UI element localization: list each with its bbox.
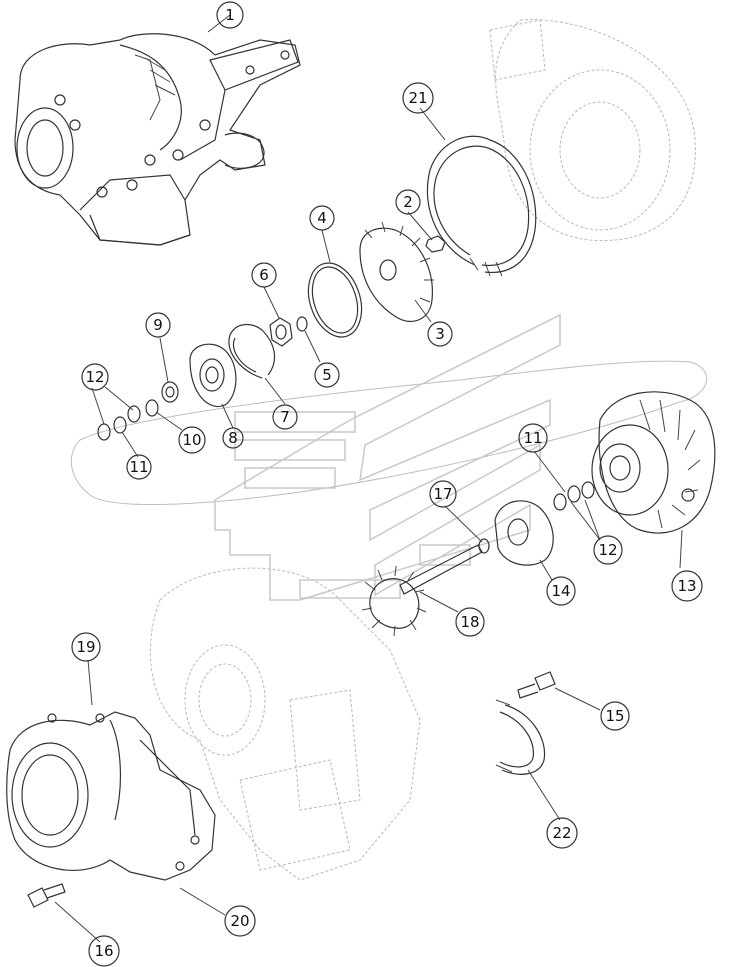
part-compressor-wheel <box>359 221 434 322</box>
callout-label: 15 <box>605 707 624 725</box>
part-nut-2 <box>425 235 446 253</box>
callout-17: 15 <box>600 701 630 731</box>
part-turbocharger-assembly <box>14 33 301 246</box>
part-heat-shield-14 <box>494 500 554 566</box>
callout-7: 7 <box>272 404 298 430</box>
part-snap-ring-7 <box>228 324 276 379</box>
callout-label: 22 <box>552 824 571 842</box>
callout-5: 5 <box>314 362 340 388</box>
callout-11-left: 11 <box>126 454 152 480</box>
ghost-compressor-housing-outline <box>489 19 696 242</box>
callout-label: 2 <box>403 193 413 211</box>
part-bolt-17 <box>517 671 556 699</box>
callout-label: 8 <box>228 429 238 447</box>
part-sleeve-9 <box>161 381 179 403</box>
callout-15: 17 <box>429 480 457 508</box>
callout-2: 2 <box>395 189 421 215</box>
callout-22: 22 <box>546 817 578 849</box>
callout-label: 14 <box>551 582 570 600</box>
part-bolt-20 <box>27 883 66 908</box>
callout-11-right: 11 <box>518 423 548 453</box>
part-o-ring-4 <box>307 262 363 338</box>
callout-label: 12 <box>598 541 617 559</box>
callout-label: 19 <box>76 638 95 656</box>
callout-label: 11 <box>523 429 542 447</box>
callout-label: 18 <box>460 613 479 631</box>
callout-20: 16 <box>88 935 120 967</box>
callout-1: 1 <box>216 1 244 29</box>
callout-label: 13 <box>677 577 696 595</box>
callout-label: 20 <box>230 912 249 930</box>
callout-label: 6 <box>259 266 269 284</box>
part-turbine-shaft-16 <box>361 544 483 637</box>
callout-label: 1 <box>225 6 235 24</box>
callout-label: 9 <box>153 316 163 334</box>
callout-13: 13 <box>671 570 703 602</box>
callout-16: 18 <box>455 607 485 637</box>
callout-4: 4 <box>309 205 335 231</box>
callout-label: 11 <box>129 458 148 476</box>
watermark-logo <box>214 313 561 601</box>
part-rings-right <box>553 481 595 511</box>
callout-label: 10 <box>182 431 201 449</box>
callout-12-right: 12 <box>593 535 623 565</box>
callout-6: 6 <box>251 262 277 288</box>
callout-label: 7 <box>280 408 290 426</box>
callout-19: 20 <box>224 905 256 937</box>
callout-8: 8 <box>222 427 244 449</box>
part-collar-6 <box>269 317 293 347</box>
callout-label: 4 <box>317 209 327 227</box>
part-clamp-half-22 <box>495 699 546 775</box>
callout-label: 5 <box>322 366 332 384</box>
callout-12-left: 12 <box>81 363 109 391</box>
callout-18: 19 <box>71 632 101 662</box>
part-ring-5 <box>296 316 308 332</box>
ghost-turbine-housing-outline <box>149 567 421 881</box>
leader-lines <box>54 14 683 943</box>
callout-10: 10 <box>178 426 206 454</box>
part-bearing-housing <box>591 391 716 534</box>
part-turbine-housing-18 <box>6 711 216 881</box>
part-thrust-plate-8 <box>189 343 237 408</box>
callout-label: 16 <box>94 942 113 960</box>
part-clamp-ring <box>426 135 537 277</box>
callout-9: 9 <box>145 312 171 338</box>
callout-3: 3 <box>427 321 453 347</box>
callout-label: 17 <box>433 485 452 503</box>
ghost-assembly-boundary <box>70 360 707 506</box>
callout-label: 12 <box>85 368 104 386</box>
callout-21: 21 <box>402 82 434 114</box>
callout-label: 3 <box>435 325 445 343</box>
callout-14: 14 <box>546 576 576 606</box>
callout-label: 21 <box>408 89 427 107</box>
